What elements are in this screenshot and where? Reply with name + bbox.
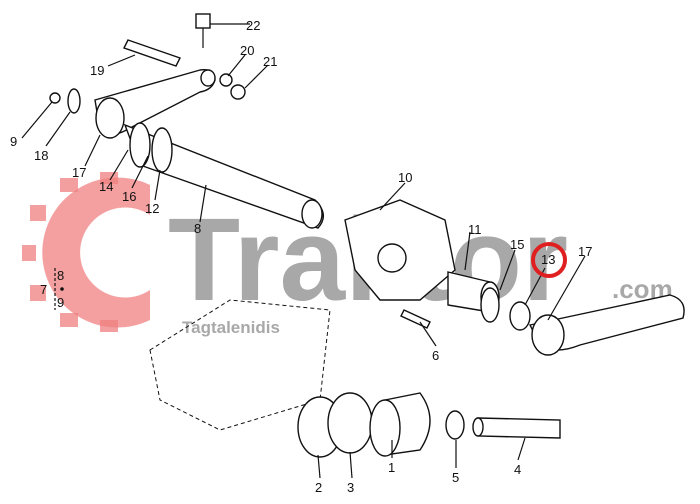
callout-17-lower[interactable]: 17 bbox=[578, 244, 592, 259]
callout-4[interactable]: 4 bbox=[514, 462, 521, 477]
callout-22[interactable]: 22 bbox=[246, 18, 260, 33]
callout-15[interactable]: 15 bbox=[510, 237, 524, 252]
parts-drawing bbox=[21, 13, 685, 479]
callout-3[interactable]: 3 bbox=[347, 480, 354, 495]
callout-7[interactable]: 7 bbox=[40, 282, 47, 297]
watermark-tagline: Tagtalenidis bbox=[182, 318, 280, 337]
callout-17[interactable]: 17 bbox=[72, 165, 86, 180]
callout-9-legend[interactable]: 9 bbox=[57, 295, 64, 310]
callout-13[interactable]: 13 bbox=[541, 252, 555, 267]
watermark-gear-logo bbox=[22, 172, 150, 332]
callout-labels: 22 20 21 19 9 18 17 14 16 12 8 10 11 15 … bbox=[10, 18, 592, 495]
callout-16[interactable]: 16 bbox=[122, 189, 136, 204]
callout-5[interactable]: 5 bbox=[452, 470, 459, 485]
callout-2[interactable]: 2 bbox=[315, 480, 322, 495]
highlight-ring-13 bbox=[531, 242, 567, 278]
callout-19[interactable]: 19 bbox=[90, 63, 104, 78]
callout-8[interactable]: 8 bbox=[194, 221, 201, 236]
callout-1[interactable]: 1 bbox=[388, 460, 395, 475]
callout-21[interactable]: 21 bbox=[263, 54, 277, 69]
callout-10[interactable]: 10 bbox=[398, 170, 412, 185]
callout-11[interactable]: 11 bbox=[468, 222, 482, 237]
callout-14[interactable]: 14 bbox=[99, 179, 113, 194]
callout-6[interactable]: 6 bbox=[432, 348, 439, 363]
callout-20[interactable]: 20 bbox=[240, 43, 254, 58]
callout-12[interactable]: 12 bbox=[145, 201, 159, 216]
callout-9[interactable]: 9 bbox=[10, 134, 17, 149]
callout-8-legend[interactable]: 8 bbox=[57, 268, 64, 283]
callout-18[interactable]: 18 bbox=[34, 148, 48, 163]
